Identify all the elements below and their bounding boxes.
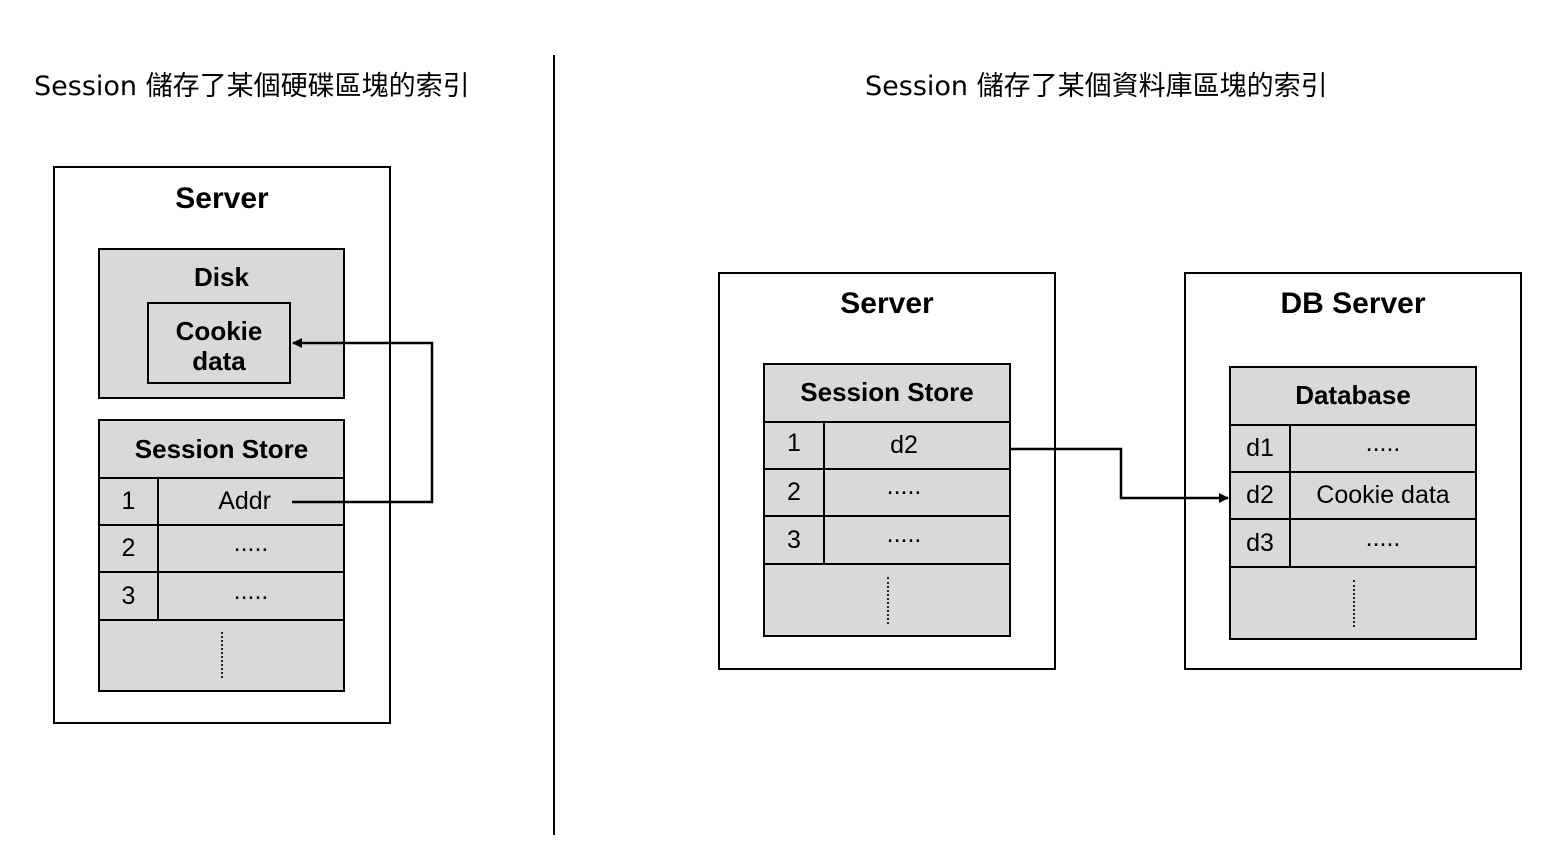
right-store-row-value: d2 <box>890 431 918 459</box>
row-divider <box>98 524 345 526</box>
right-store-row-index: 2 <box>787 478 801 506</box>
row-divider <box>98 619 345 621</box>
database-row-index: d3 <box>1246 528 1274 557</box>
database-row-value: Cookie data <box>1316 481 1450 509</box>
left-store-row-value: ..... <box>233 529 269 557</box>
database-row-index: d2 <box>1246 481 1274 509</box>
row-divider <box>763 468 1011 470</box>
database-title: Database <box>1295 380 1411 410</box>
row-divider <box>98 571 345 573</box>
row-divider <box>1229 566 1477 568</box>
more-rows-ellipsis <box>887 577 889 624</box>
cookie-line-1: Cookie <box>175 316 263 346</box>
left-store-row-index: 1 <box>121 487 136 515</box>
left-store-row-index: 3 <box>121 581 136 610</box>
row-divider <box>98 477 345 479</box>
left-store-row-index: 2 <box>121 534 136 562</box>
db-server-title: DB Server <box>1280 287 1426 320</box>
left-heading: Session 儲存了某個硬碟區塊的索引 <box>34 71 470 102</box>
right-heading: Session 儲存了某個資料庫區塊的索引 <box>865 71 1328 102</box>
disk-cookie-data-label: Cookie data <box>147 316 291 376</box>
row-divider <box>1229 518 1477 520</box>
row-divider <box>763 515 1011 517</box>
left-session-store-title: Session Store <box>134 434 309 464</box>
left-store-row-value: Addr <box>159 479 319 524</box>
left-server-title: Server <box>175 182 269 215</box>
right-store-row-value: ..... <box>886 472 922 500</box>
right-store-row-index: 3 <box>787 525 801 554</box>
column-divider <box>157 477 159 621</box>
disk-cookie-data-box <box>147 302 291 384</box>
right-store-row-value: ..... <box>886 519 922 548</box>
right-store-row-index: 1 <box>787 429 801 457</box>
column-divider <box>823 421 825 565</box>
addr-label: Addr <box>218 487 271 515</box>
more-rows-ellipsis <box>221 632 223 678</box>
row-divider <box>1229 471 1477 473</box>
right-server-title: Server <box>840 287 934 320</box>
panel-divider <box>553 55 555 835</box>
row-divider <box>1229 424 1477 426</box>
row-divider <box>763 421 1011 423</box>
column-divider <box>1289 424 1291 568</box>
database-row-value: ..... <box>1365 523 1401 552</box>
more-rows-ellipsis <box>1353 580 1355 627</box>
database-row-index: d1 <box>1246 434 1274 462</box>
right-session-store-title: Session Store <box>800 377 974 407</box>
database-row-value: ..... <box>1365 429 1401 457</box>
cookie-line-2: data <box>192 346 246 376</box>
disk-title: Disk <box>194 262 249 292</box>
row-divider <box>763 563 1011 565</box>
left-store-row-value: ..... <box>233 576 269 605</box>
